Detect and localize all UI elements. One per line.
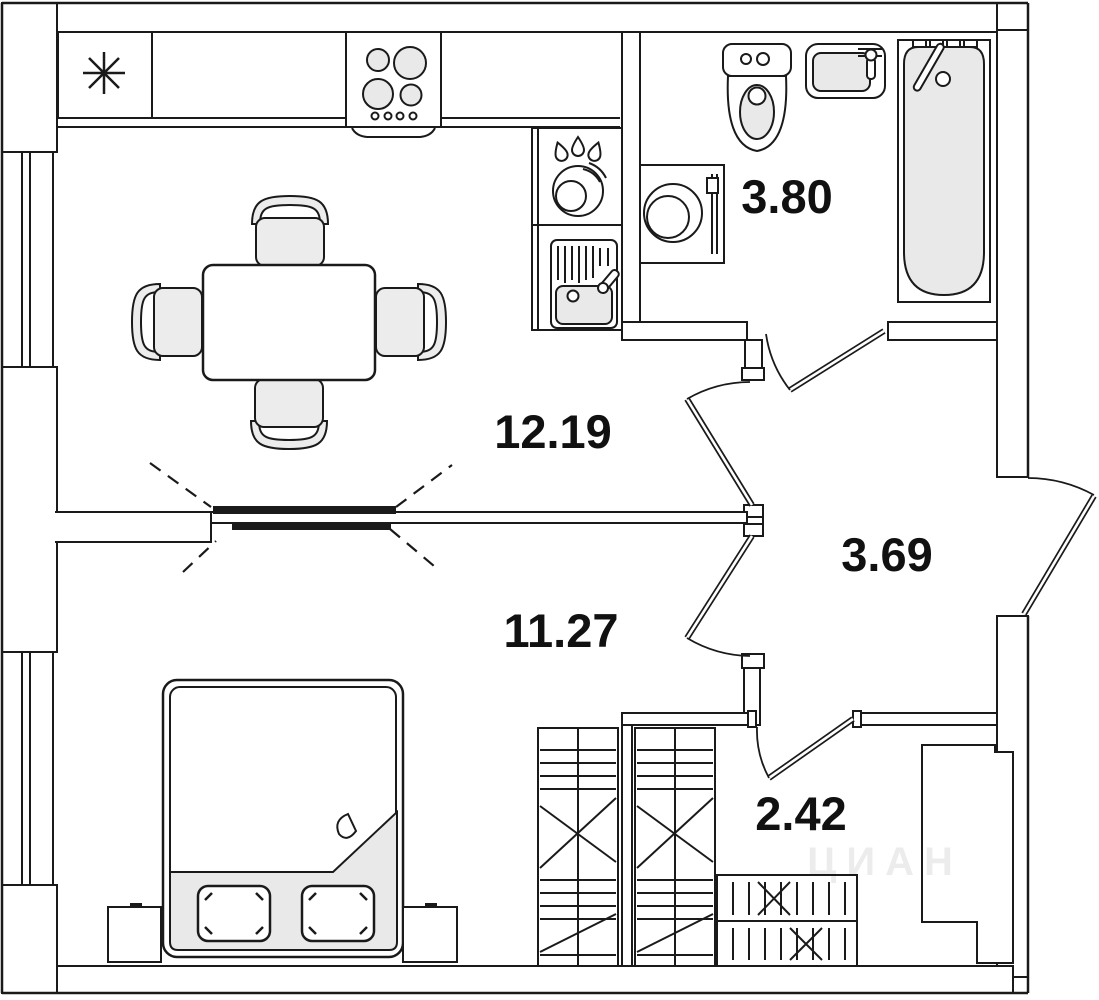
kitchen-counter <box>57 117 620 128</box>
stove-icon <box>345 31 442 138</box>
window-icon <box>2 651 57 886</box>
wardrobe-icon <box>634 727 716 967</box>
wardrobe-icon <box>537 727 619 967</box>
sliding-door-icon <box>149 462 453 573</box>
area-label-bedroom: 11.27 <box>503 604 618 657</box>
area-label-living-kitchen: 12.19 <box>494 405 612 458</box>
area-label-hallway: 3.69 <box>841 528 932 581</box>
blanket-fold <box>336 812 358 839</box>
kitchen-sink-icon <box>550 239 620 329</box>
duct-shaft-icon <box>921 744 1014 964</box>
watermark: ЦИАН <box>807 840 963 884</box>
washing-machine-icon <box>639 164 725 264</box>
door-icon <box>684 328 1097 781</box>
dining-table-icon <box>201 263 377 382</box>
shoe-rack-icon <box>716 874 858 967</box>
nightstand-icon <box>107 903 458 963</box>
toilet-icon <box>722 43 792 153</box>
walls <box>0 1 1030 995</box>
washbasin-icon <box>805 43 886 99</box>
pillow-icon <box>196 884 376 943</box>
area-label-bathroom: 3.80 <box>741 170 832 223</box>
area-label-closet: 2.42 <box>755 787 846 840</box>
window-icon <box>2 151 57 368</box>
fridge-icon <box>57 31 153 119</box>
bathtub-icon <box>897 39 991 303</box>
